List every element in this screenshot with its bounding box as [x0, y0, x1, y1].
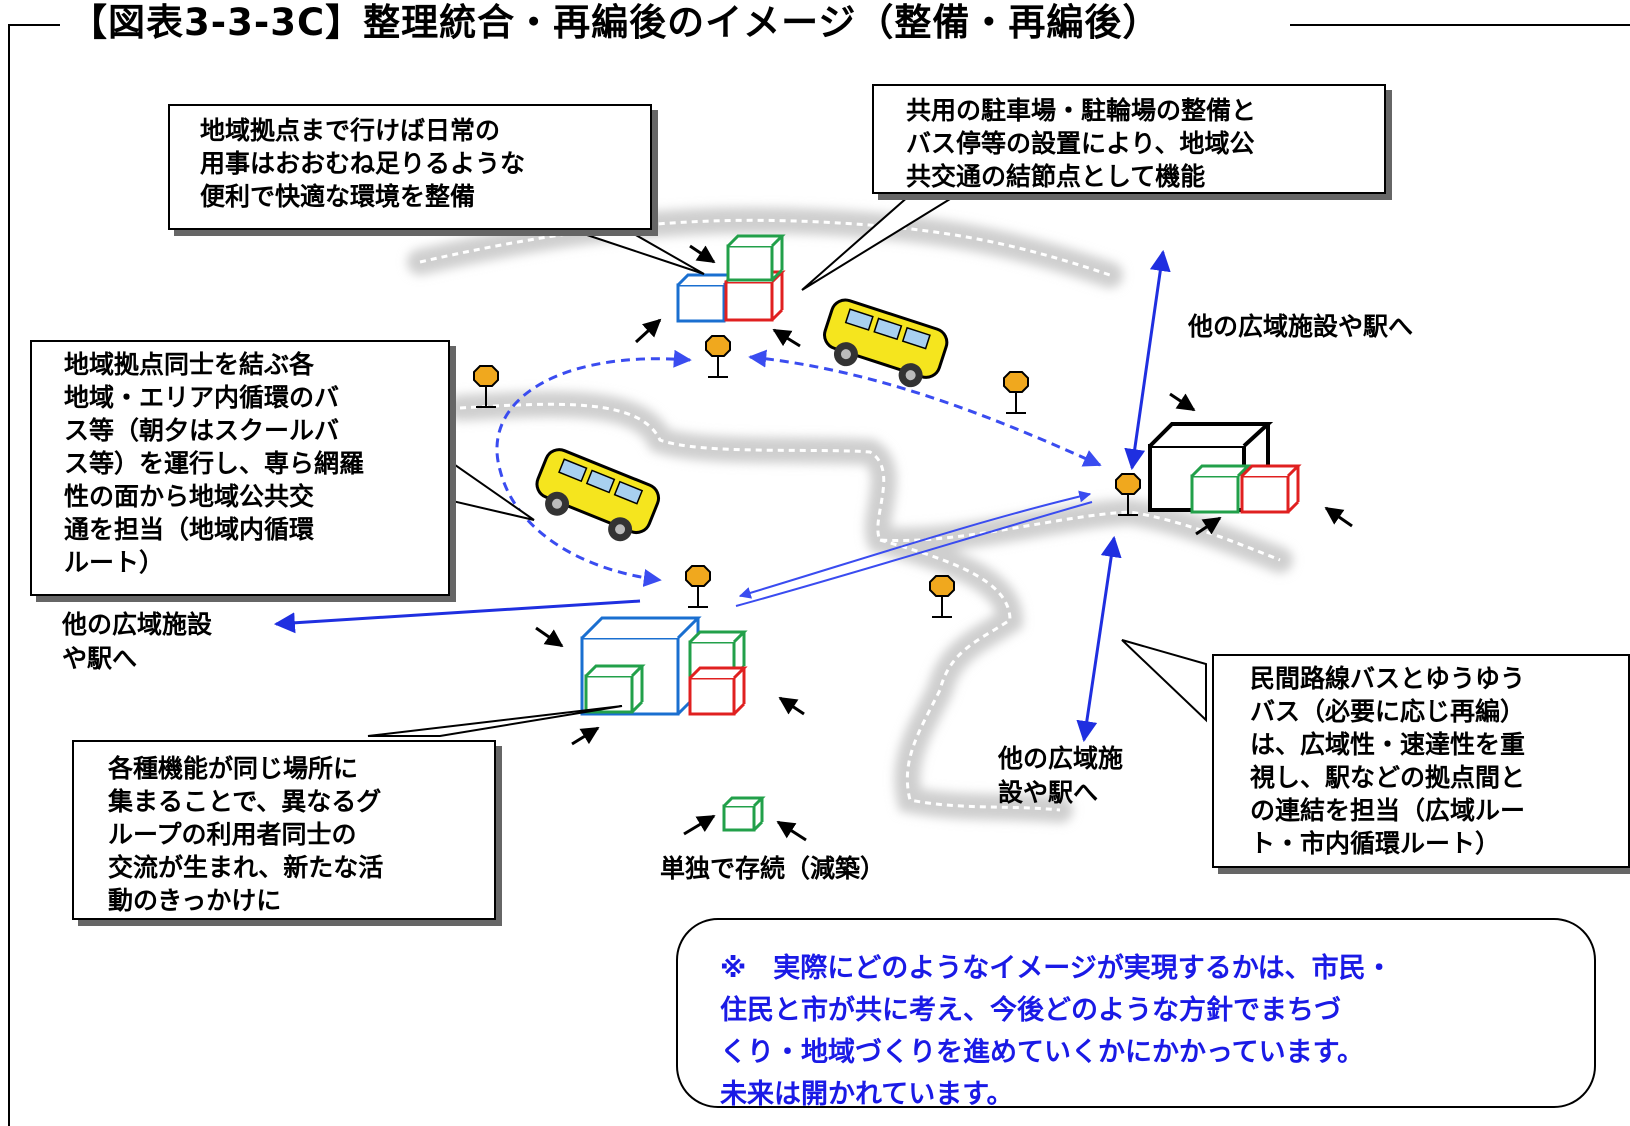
label-to-stations-left: 他の広域施設 や駅へ — [62, 610, 213, 673]
note-box: ※ 実際にどのようなイメージが実現するかは、市民・ 住民と市が共に考え、今後どの… — [676, 918, 1596, 1110]
facility-top-hub — [676, 234, 786, 323]
bus-left — [535, 448, 661, 542]
label-to-stations-bottom: 他の広域施 設や駅へ — [998, 744, 1124, 807]
bus-stop-center — [929, 575, 955, 618]
intercity-route — [735, 490, 1093, 607]
bus-stop-top — [705, 335, 731, 378]
bus-stop-left — [473, 365, 499, 408]
facility-left-hub — [580, 616, 748, 716]
callout-private-bus: 民間路線バスとゆうゆう バス（必要に応じ再編） は、広域性・速達性を重 視し、駅… — [1212, 654, 1630, 868]
bus-stop-hub-right — [1115, 473, 1141, 516]
label-standalone: 単独で存続（減築） — [660, 854, 886, 883]
figure-title: 【図表3-3-3C】整理統合・再編後のイメージ（整備・再編後） — [70, 1, 1161, 44]
callout-convenience: 地域拠点まで行けば日常の 用事はおおむね足りるような 便利で快適な環境を整備 — [168, 104, 652, 230]
circulation-routes — [495, 349, 1102, 587]
frame-top-left-line — [8, 24, 60, 26]
facility-standalone — [722, 796, 766, 832]
frame-top-right-line — [1290, 24, 1630, 26]
facility-right-hub — [1148, 422, 1302, 514]
outbound-arrows — [273, 249, 1171, 743]
note-text: ※ 実際にどのようなイメージが実現するかは、市民・ 住民と市が共に考え、今後どの… — [720, 953, 1393, 1110]
callout-tails — [367, 187, 1207, 737]
callout-circulation-bus: 地域拠点同士を結ぶ各 地域・エリア内循環のバ ス等（朝夕はスクールバ ス等）を運… — [30, 340, 450, 596]
bus-stop-hub-left — [685, 565, 711, 608]
frame-left-line — [8, 24, 10, 1126]
access-arrows — [535, 244, 1353, 842]
bus-stop-right-top — [1003, 371, 1029, 414]
bus-stops — [473, 335, 1141, 618]
bus-right — [823, 298, 949, 388]
callout-gathering: 各種機能が同じ場所に 集まることで、異なるグ ループの利用者同士の 交流が生まれ… — [72, 740, 496, 920]
label-to-stations-right: 他の広域施設や駅へ — [1188, 312, 1414, 341]
callout-parking: 共用の駐車場・駐輪場の整備と バス停等の設置により、地域公 共交通の結節点として… — [872, 84, 1386, 194]
